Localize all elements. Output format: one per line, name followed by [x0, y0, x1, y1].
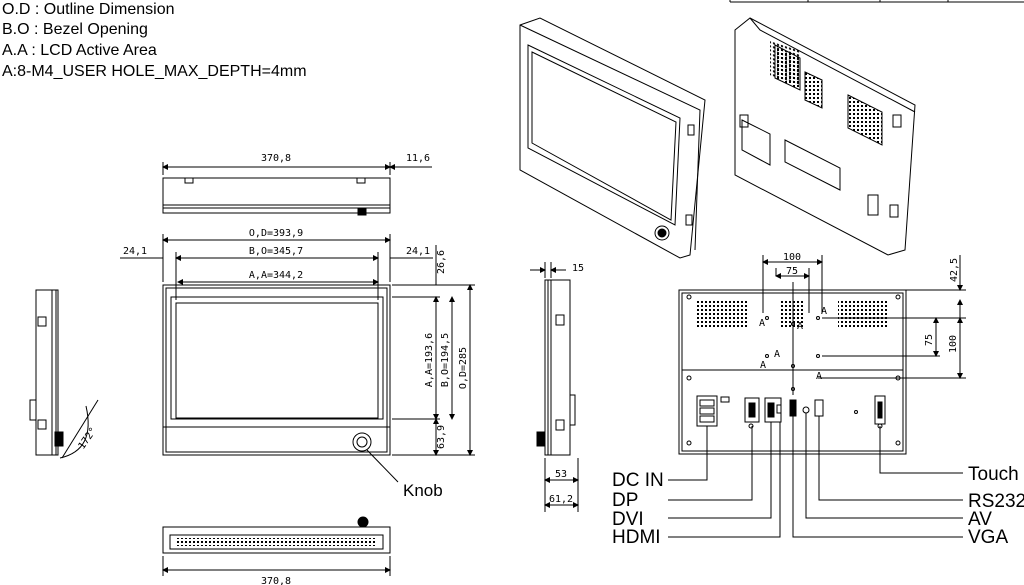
legend-line: B.O : Bezel Opening: [2, 21, 148, 38]
bo-width-label: B,O=345,7: [249, 246, 303, 257]
rear-dim-100v-label: 100: [948, 335, 959, 353]
bottom-margin-label: 63,9: [436, 425, 447, 449]
port-label-touch: Touch: [968, 464, 1019, 485]
legend-line: A.A : LCD Active Area: [2, 42, 157, 59]
port-label-dvi: DVI: [612, 509, 644, 530]
port-label-vga: VGA: [968, 527, 1008, 548]
hole-label: A: [760, 360, 766, 371]
od-width-label: O,D=393,9: [249, 228, 303, 239]
port-label-hdmi: HDMI: [612, 527, 661, 548]
rear-dim-75v-label: 75: [924, 334, 935, 346]
front-view: [120, 234, 475, 483]
iso-rear-view: [734, 17, 916, 256]
port-label-dc-in: DC IN: [612, 470, 664, 491]
od-height-label: O,D=285: [458, 347, 469, 389]
top-view: [162, 162, 432, 216]
bottom-width-label: 370,8: [261, 576, 291, 585]
side-left-label: 24,1: [123, 246, 147, 257]
port-label-rs232: RS232: [968, 491, 1024, 512]
side-right-label: 24,1: [406, 246, 430, 257]
hole-label: A: [797, 321, 803, 332]
right-side-view: [530, 262, 579, 512]
hole-label: A: [759, 318, 765, 329]
left-side-view: [29, 289, 99, 459]
rear-dim-100-label: 100: [783, 252, 801, 263]
port-label-dp: DP: [612, 490, 638, 511]
hole-label: A: [774, 349, 780, 360]
hole-label: A: [816, 371, 822, 382]
rear-dim-42-label: 42,5: [949, 258, 960, 282]
rear-dim-75-label: 75: [786, 266, 798, 277]
body-depth-label: 53: [555, 469, 567, 480]
title-block-fragment: [729, 0, 1024, 3]
knob-label: Knob: [403, 481, 443, 500]
iso-front-view: [519, 17, 706, 259]
aa-height-label: A,A=193,6: [424, 333, 435, 387]
bo-height-label: B,O=194,5: [440, 333, 451, 387]
bottom-view: [162, 516, 391, 576]
total-depth-label: 61,2: [549, 494, 573, 505]
bezel-depth-label: 15: [572, 263, 584, 274]
port-label-av: AV: [968, 509, 992, 530]
top-width-label: 370,8: [261, 153, 291, 164]
legend-line: A:8-M4_USER HOLE_MAX_DEPTH=4mm: [2, 63, 307, 80]
top-depth-label: 11,6: [406, 153, 430, 164]
aa-width-label: A,A=344,2: [249, 270, 303, 281]
legend-line: O.D : Outline Dimension: [2, 1, 175, 18]
top-margin-label: 26,6: [436, 250, 447, 274]
hole-label: A: [821, 306, 827, 317]
rear-view: [668, 255, 966, 538]
